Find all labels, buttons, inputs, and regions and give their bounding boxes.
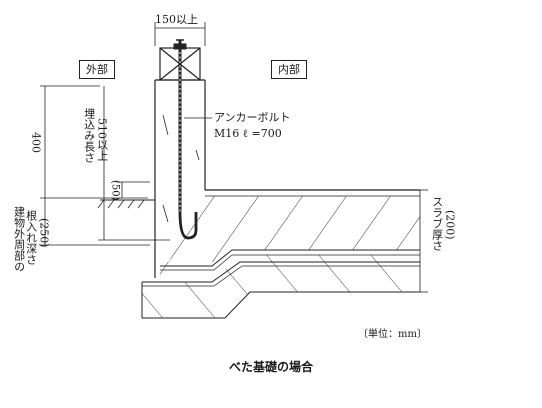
- width-dimension: 150以上: [155, 13, 198, 26]
- dimension-250: (250): [37, 218, 51, 248]
- unit-note: 〔単位：mm〕: [358, 329, 427, 340]
- embed-length-label: 埋込み長さ: [82, 108, 96, 163]
- figure-caption: べた基礎の場合: [228, 360, 313, 374]
- exterior-label: 外部: [79, 60, 115, 79]
- gravel-base: [141, 255, 420, 319]
- dimension-lines: [40, 22, 428, 293]
- ground-line: [97, 199, 155, 209]
- perimeter-depth-label-b: 根入れ深さ: [24, 210, 38, 265]
- dimension-50: (50): [109, 180, 121, 201]
- embed-length-value: 510以上: [95, 118, 109, 161]
- interior-label: 内部: [271, 60, 307, 79]
- slab-thickness-label: スラブ厚さ: [430, 196, 444, 251]
- anchor-bolt-title: アンカーボルト: [214, 111, 291, 124]
- slab-top: [205, 189, 420, 197]
- anchor-bolt: [173, 39, 198, 240]
- dimension-200: (200): [443, 210, 457, 240]
- perimeter-depth-label-a: 建物外周部の: [12, 206, 26, 272]
- dimension-400: 400: [29, 132, 43, 153]
- anchor-bolt-spec: M16 ℓ =700: [214, 127, 282, 140]
